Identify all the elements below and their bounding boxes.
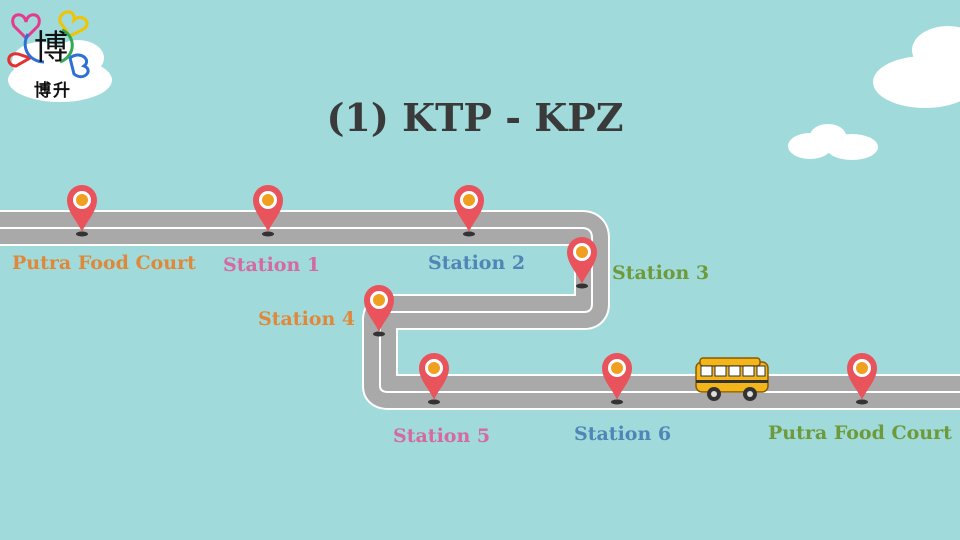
stop-label: Station 1: [223, 254, 321, 276]
school-bus-icon: [695, 357, 769, 401]
cloud-top-right: [873, 26, 960, 108]
logo-text: 博升: [34, 81, 72, 101]
location-pin-icon: [67, 185, 97, 237]
stop-label: Putra Food Court: [12, 252, 196, 274]
location-pin-icon: [567, 237, 597, 289]
location-pin-icon: [602, 353, 632, 405]
stop-label: Station 3: [612, 262, 710, 284]
stop-label: Station 6: [574, 423, 672, 445]
stop-label: Station 4: [258, 308, 356, 330]
location-pin-icon: [364, 285, 394, 337]
location-pin-icon: [419, 353, 449, 405]
location-pin-icon: [847, 353, 877, 405]
road: [0, 210, 960, 410]
cloud-small: [788, 124, 878, 160]
stop-label: Station 2: [428, 252, 526, 274]
location-pin-icon: [454, 185, 484, 237]
stop-label: Station 5: [393, 425, 491, 447]
location-pin-icon: [253, 185, 283, 237]
page-title: (1) KTP - KPZ: [326, 95, 624, 140]
logo-icon: [7, 10, 90, 79]
logo-character: 博: [34, 28, 68, 68]
stop-label: Putra Food Court: [768, 422, 952, 444]
